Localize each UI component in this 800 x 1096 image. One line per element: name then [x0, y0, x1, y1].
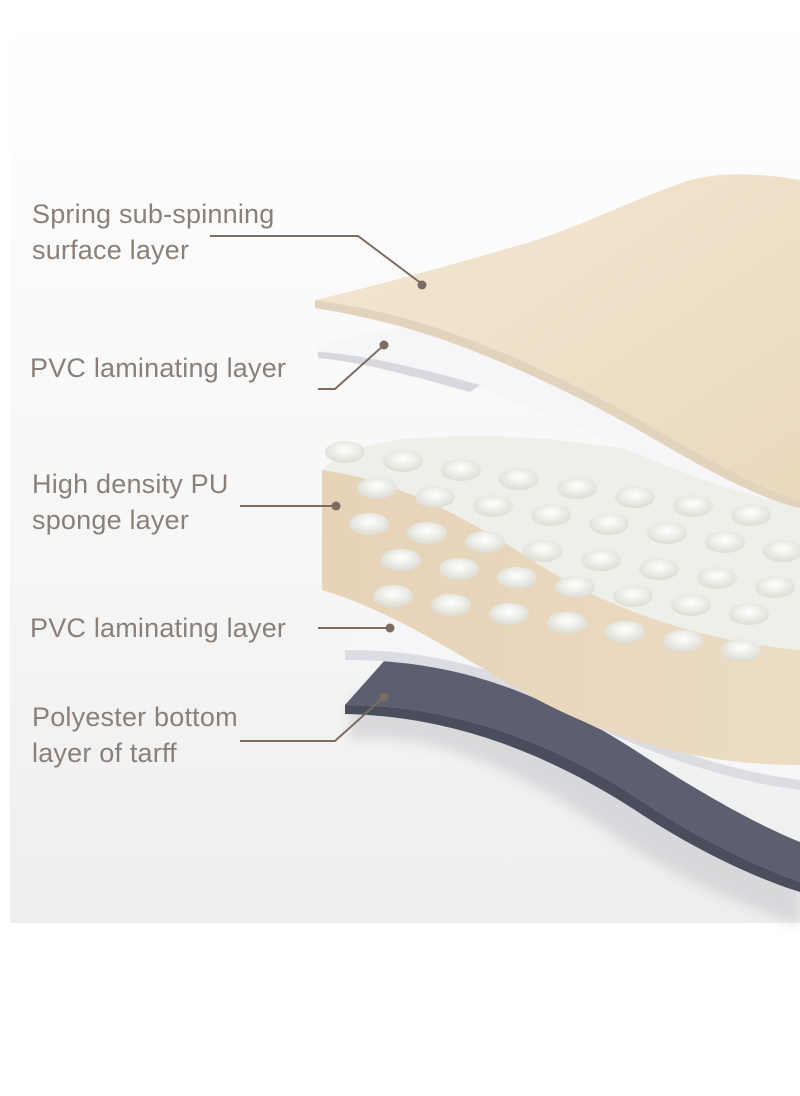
sponge-bump	[673, 495, 713, 517]
sponge-bump	[547, 612, 587, 634]
sponge-bump	[581, 549, 621, 571]
leader-lines	[210, 235, 423, 742]
sponge-bump	[381, 549, 421, 571]
dot-pvc-bottom	[385, 623, 395, 633]
sponge-bump	[489, 603, 529, 625]
sponge-bump	[557, 477, 597, 499]
sponge-bump	[499, 468, 539, 490]
leader-dots	[331, 280, 427, 702]
sponge-bump	[357, 477, 397, 499]
sponge-bump	[589, 513, 629, 535]
sponge-bump	[523, 540, 563, 562]
sponge-egg-crate	[325, 441, 800, 661]
bottom-layer	[345, 660, 800, 882]
label-pvc-top-layer: PVC laminating layer	[30, 353, 287, 383]
sponge-bump	[415, 486, 455, 508]
sponge-bump	[763, 540, 800, 562]
pvc-top-layer-edge	[318, 352, 480, 392]
sponge-bump	[663, 630, 703, 652]
surface-layer-edge	[315, 300, 800, 508]
sponge-bump	[441, 459, 481, 481]
sponge-bump	[349, 513, 389, 535]
sponge-bump	[731, 504, 771, 526]
sponge-bump	[439, 558, 479, 580]
sponge-bump	[755, 576, 795, 598]
sponge-bump	[697, 567, 737, 589]
pvc-bottom-layer-edge	[345, 650, 800, 790]
sponge-bump	[639, 558, 679, 580]
sponge-bump	[613, 585, 653, 607]
sponge-bump	[671, 594, 711, 616]
sponge-bump	[431, 594, 471, 616]
sponge-bump	[325, 441, 365, 463]
dot-surface	[417, 280, 427, 290]
surface-layer	[315, 174, 800, 500]
sponge-bump	[605, 621, 645, 643]
label-surface-layer: Spring sub-spinning surface layer	[32, 199, 275, 265]
dot-bottom	[379, 692, 389, 702]
dot-pvc-top	[379, 340, 389, 350]
dot-sponge	[331, 501, 341, 511]
sponge-bump	[647, 522, 687, 544]
label-sponge-layer: High density PU sponge layer	[32, 469, 229, 535]
leader-bottom	[240, 696, 385, 742]
label-pvc-bottom-layer: PVC laminating layer	[30, 613, 287, 643]
sponge-bump	[497, 567, 537, 589]
bottom-layer-edge	[345, 705, 800, 892]
sponge-bump	[729, 603, 769, 625]
sponge-bump	[705, 531, 745, 553]
sponge-bump	[465, 531, 505, 553]
leader-pvc-top	[318, 344, 385, 390]
sponge-bump	[407, 522, 447, 544]
label-bottom-layer: Polyester bottom layer of tarff	[32, 702, 238, 768]
sponge-bump	[615, 486, 655, 508]
sponge-bump	[383, 450, 423, 472]
sponge-bump	[721, 639, 761, 661]
sponge-bump	[473, 495, 513, 517]
sponge-bump	[531, 504, 571, 526]
sponge-bump	[373, 585, 413, 607]
pvc-top-layer	[318, 326, 800, 505]
bottom-layer-shadow	[350, 678, 800, 925]
leader-surface	[210, 235, 423, 285]
sponge-bump	[555, 576, 595, 598]
